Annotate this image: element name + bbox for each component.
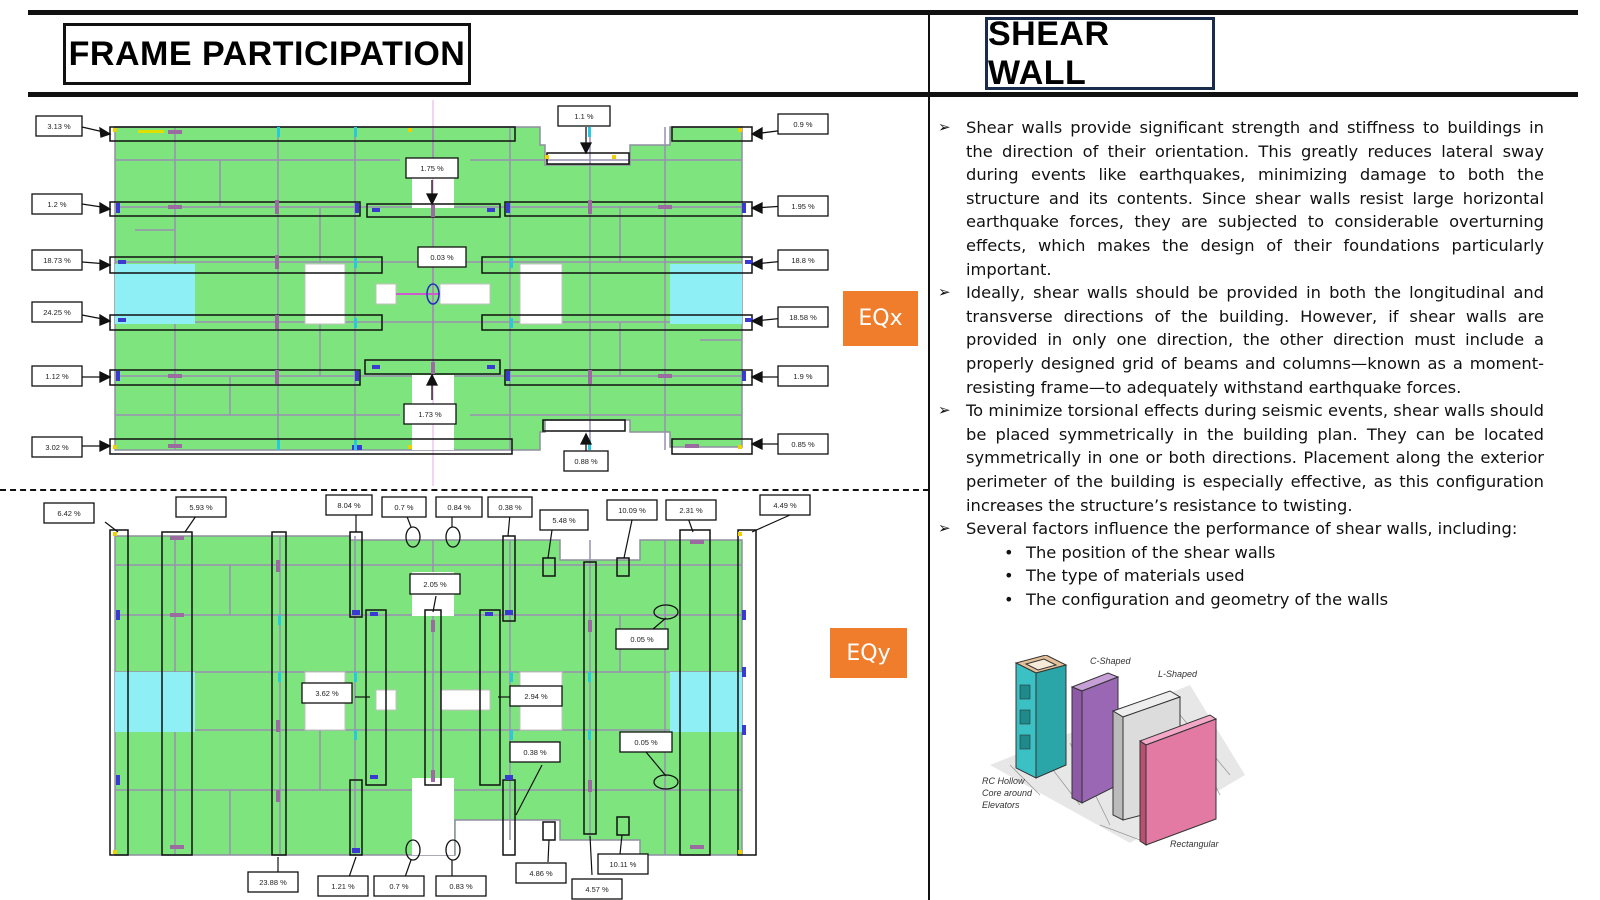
eqy-label-13: 2.94 %: [524, 692, 548, 701]
eqy-label-7: 10.09 %: [618, 506, 646, 515]
arrow-bullet-icon: ➢: [938, 118, 951, 136]
eqx-label-8: 18.8 %: [791, 256, 815, 265]
eqx-label-13: 1.73 %: [418, 410, 442, 419]
vertical-divider: [928, 14, 930, 900]
l-shaped-label: L-Shaped: [1158, 669, 1198, 679]
eqx-label-15: 0.85 %: [791, 440, 815, 449]
eqx-label-7: 0.03 %: [430, 253, 454, 262]
dashed-divider: [0, 489, 929, 491]
sub-bullet-2-text: The configuration and geometry of the wa…: [1026, 589, 1389, 609]
eqx-label-3: 1.75 %: [420, 164, 444, 173]
bullet-3-text: Several factors influence the performanc…: [966, 519, 1518, 539]
eqx-label-12: 1.9 %: [793, 372, 813, 381]
arrow-bullet-icon: ➢: [938, 283, 951, 302]
eqx-label-2: 0.9 %: [793, 120, 813, 129]
sub-bullet-1: • The type of materials used: [1004, 564, 1544, 588]
bullet-1: ➢ Ideally, shear walls should be provided…: [938, 281, 1544, 399]
bullet-2-text: To minimize torsional effects during sei…: [966, 401, 1544, 515]
eqy-label-16: 23.88 %: [259, 878, 287, 887]
core-label-3: Elevators: [982, 800, 1020, 810]
eqx-label-0: 3.13 %: [47, 122, 71, 131]
bullet-0: ➢ Shear walls provide significant strengt…: [938, 116, 1544, 281]
eqx-label-5: 1.95 %: [791, 202, 815, 211]
eqx-label-10: 18.58 %: [789, 313, 817, 322]
sub-bullet-0: • The position of the shear walls: [1004, 541, 1544, 565]
sub-bullet-1-text: The type of materials used: [1026, 566, 1245, 586]
eqy-label-19: 0.83 %: [449, 882, 473, 891]
bullet-3: ➢ Several factors influence the performan…: [938, 517, 1544, 541]
header-bottom-line: [28, 92, 1578, 97]
sub-bullet-0-text: The position of the shear walls: [1026, 542, 1276, 562]
dot-bullet-icon: •: [1004, 542, 1014, 562]
eqx-label-9: 24.25 %: [43, 308, 71, 317]
dot-bullet-icon: •: [1004, 566, 1014, 586]
eqx-label-6: 18.73 %: [43, 256, 71, 265]
sub-bullet-2: • The configuration and geometry of the w…: [1004, 588, 1544, 612]
eqy-label-3: 0.7 %: [394, 503, 414, 512]
shear-wall-types-illustration: C-Shaped L-Shaped RC Hollow Core around …: [982, 655, 1245, 849]
shear-wall-title: SHEAR WALL: [985, 15, 1215, 92]
eqy-label-0: 6.42 %: [57, 509, 81, 518]
eqx-label-1: 1.1 %: [574, 112, 594, 121]
eqy-label-9: 4.49 %: [773, 501, 797, 510]
bullet-0-text: Shear walls provide significant strength…: [966, 118, 1544, 279]
bullet-2: ➢ To minimize torsional effects during se…: [938, 399, 1544, 517]
eqy-frame-plan: 6.42 % 5.93 % 8.04 % 0.7 % 0.84 % 0.38 %…: [43, 494, 811, 900]
eqy-label-18: 0.7 %: [389, 882, 409, 891]
eqx-label-14: 3.02 %: [45, 443, 69, 452]
eqy-label-22: 4.57 %: [585, 885, 609, 894]
eqx-frame-plan: 3.13 % 1.1 % 0.9 % 1.75 % 1.2 % 1.95 % 1…: [31, 100, 829, 486]
frame-participation-title: FRAME PARTICIPATION: [63, 23, 471, 85]
arrow-bullet-icon: ➢: [938, 519, 951, 538]
eqx-label: EQx: [843, 291, 918, 346]
eqy-label-6: 5.48 %: [552, 516, 576, 525]
eqy-label-21: 10.11 %: [610, 860, 637, 869]
rectangular-label: Rectangular: [1170, 839, 1220, 849]
eqy-label-2: 8.04 %: [337, 501, 361, 510]
eqy-label-8: 2.31 %: [679, 506, 703, 515]
core-label-2: Core around: [982, 788, 1033, 798]
core-label-1: RC Hollow: [982, 776, 1025, 786]
eqx-label-4: 1.2 %: [47, 200, 67, 209]
eqy-label-10: 2.05 %: [423, 580, 447, 589]
eqy-label-11: 0.05 %: [630, 635, 654, 644]
c-shaped-label: C-Shaped: [1090, 656, 1132, 666]
eqy-label: EQy: [830, 628, 907, 678]
eqy-label-17: 1.21 %: [331, 882, 355, 891]
eqy-label-20: 4.86 %: [529, 869, 553, 878]
dot-bullet-icon: •: [1004, 589, 1014, 609]
eqx-label-11: 1.12 %: [45, 372, 69, 381]
arrow-bullet-icon: ➢: [938, 401, 951, 420]
eqy-label-5: 0.38 %: [498, 503, 522, 512]
top-border-line: [28, 10, 1578, 15]
shear-wall-text: ➢ Shear walls provide significant strengt…: [938, 116, 1544, 612]
bullet-1-text: Ideally, shear walls should be provided …: [966, 283, 1544, 397]
eqy-label-15: 0.05 %: [634, 738, 658, 747]
eqy-label-14: 0.38 %: [523, 748, 547, 757]
eqy-label-1: 5.93 %: [189, 503, 213, 512]
eqx-label-16: 0.88 %: [574, 457, 598, 466]
eqy-label-12: 3.62 %: [315, 689, 339, 698]
eqy-label-4: 0.84 %: [447, 503, 471, 512]
